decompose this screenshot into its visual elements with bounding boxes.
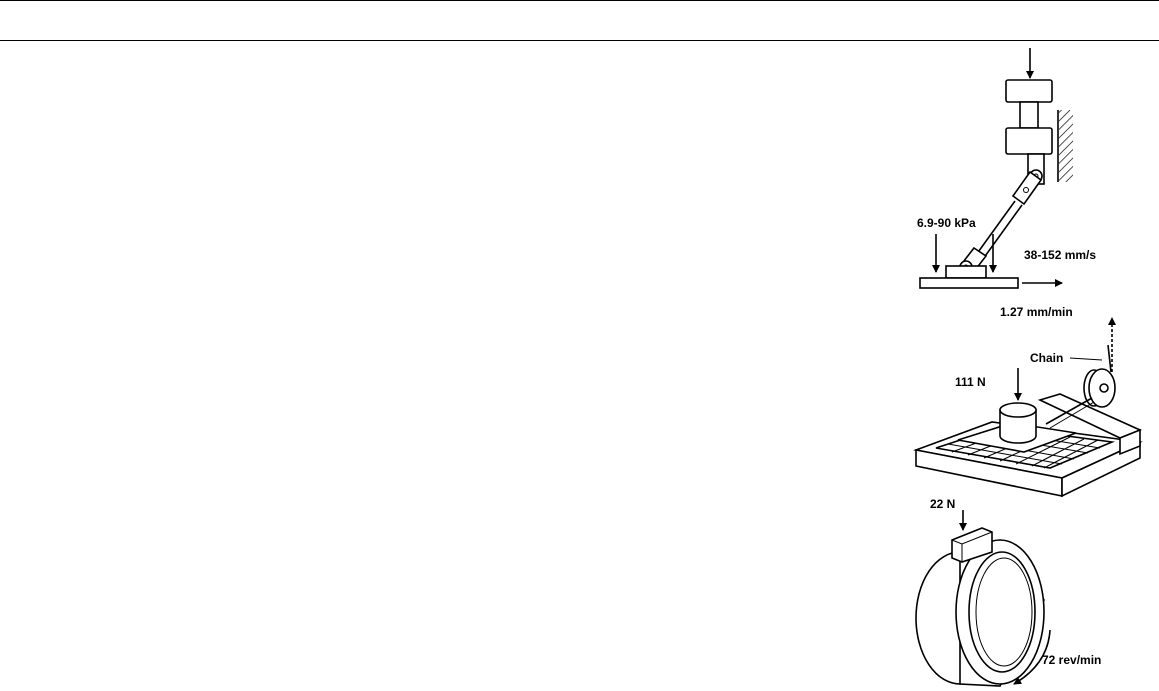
pressure-label: 6.9-90 kPa bbox=[917, 216, 976, 230]
chain-leader-line bbox=[1070, 358, 1102, 360]
wall-hatching bbox=[1059, 110, 1073, 182]
ring-test-diagram: 22 N 72 rev/min bbox=[916, 497, 1101, 686]
chain-label: Chain bbox=[1030, 351, 1063, 365]
block-test-diagram: 1.27 mm/min Chain 111 N bbox=[916, 305, 1140, 496]
chain-vertical bbox=[1108, 345, 1111, 372]
cylinder-weight-top bbox=[1000, 403, 1036, 417]
pulley-axle bbox=[1100, 384, 1108, 392]
pad bbox=[946, 266, 986, 278]
pad-test-diagram: 6.9-90 kPa 38-152 mm/s bbox=[917, 48, 1096, 288]
plate bbox=[920, 278, 1018, 288]
arm-rod-left bbox=[976, 201, 1015, 255]
block-load-label: 111 N bbox=[955, 375, 986, 389]
sliding-speed-label: 38-152 mm/s bbox=[1024, 248, 1096, 262]
lower-block bbox=[1006, 128, 1052, 154]
ring-inner-face bbox=[969, 552, 1035, 672]
arm-rod-right bbox=[983, 205, 1022, 259]
ring-load-label: 22 N bbox=[930, 497, 955, 511]
upper-block bbox=[1006, 80, 1052, 102]
ring-speed-label: 72 rev/min bbox=[1042, 653, 1101, 667]
pull-speed-label: 1.27 mm/min bbox=[1000, 305, 1073, 319]
stem bbox=[1020, 102, 1038, 128]
